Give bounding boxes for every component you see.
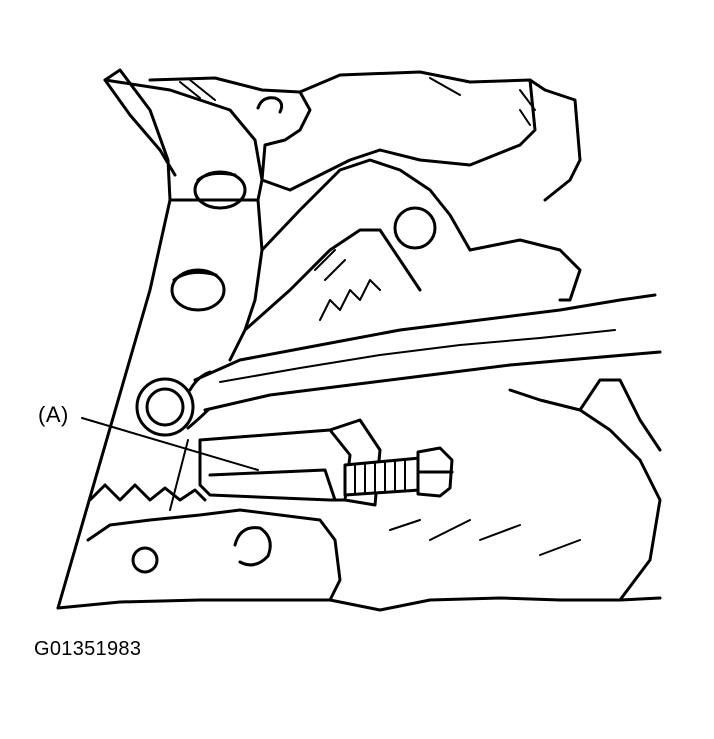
- bolt-hole-lower: [170, 268, 226, 312]
- right-housing-side: [578, 378, 662, 452]
- tool-a-slot: [208, 468, 337, 502]
- lower-gear-teeth: [88, 483, 207, 502]
- upper-casting-right: [298, 70, 582, 202]
- base-hatching: [389, 519, 581, 556]
- gear-teeth-upper: [314, 249, 381, 321]
- ring-leader: [169, 439, 189, 511]
- wrench-handle-lower: [203, 350, 662, 412]
- lower-base: [86, 508, 342, 602]
- wrench-neck: [186, 370, 212, 430]
- wrench-ring: [135, 377, 195, 437]
- upper-casting: [148, 76, 537, 192]
- wrench-handle-inner: [219, 329, 616, 383]
- bolt-hole-lower-inner: [172, 270, 218, 282]
- right-housing: [468, 238, 582, 302]
- tool-a-body: [198, 428, 352, 502]
- pivot-hole: [393, 206, 437, 250]
- right-housing-lower: [508, 388, 662, 602]
- tool-a-edge: [328, 418, 382, 507]
- wrench-handle: [193, 293, 657, 382]
- gear-casing: [260, 158, 472, 252]
- small-hole-top: [256, 96, 284, 114]
- housing-casting-outline: [56, 68, 177, 610]
- bolt-shank: [343, 456, 422, 497]
- callout-a-leader: [81, 417, 259, 471]
- gear-casing-2: [243, 228, 422, 332]
- wrench-ring-inner: [145, 387, 185, 427]
- hatch-top: [179, 77, 536, 126]
- base-bottom: [56, 596, 662, 612]
- callout-label-a: (A): [38, 402, 69, 427]
- bolt-threads: [354, 458, 406, 495]
- base-hole-left: [131, 546, 159, 574]
- housing-flange: [103, 78, 264, 202]
- figure-id-label: G01351983: [34, 638, 142, 660]
- bolt-hole-upper-inner: [196, 171, 237, 182]
- base-hole-right: [233, 526, 272, 567]
- housing-flange-inner: [168, 198, 264, 362]
